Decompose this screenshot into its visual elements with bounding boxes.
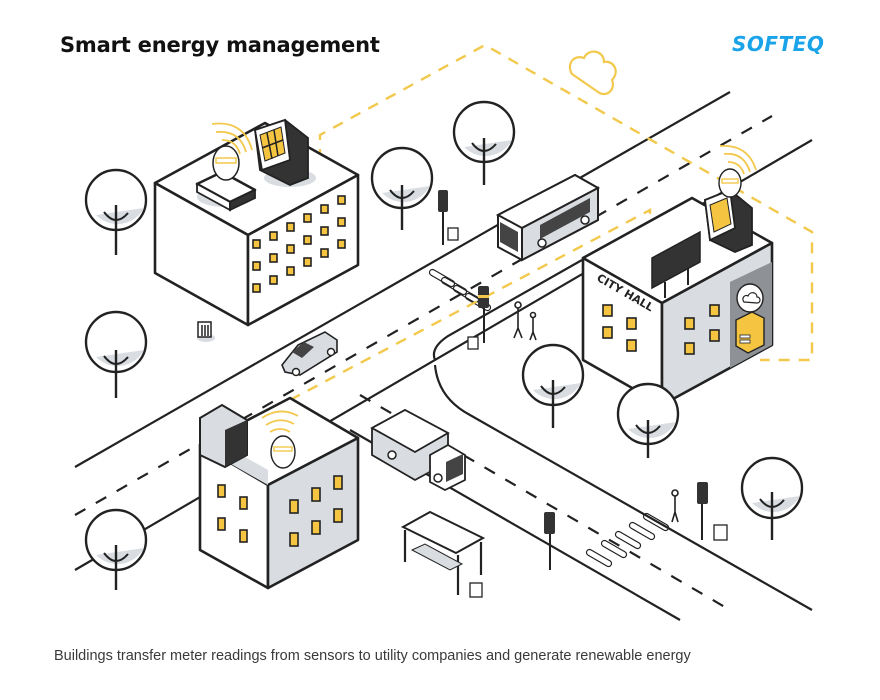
tree (84, 508, 148, 590)
tree (370, 146, 434, 230)
traffic-light (544, 512, 555, 570)
office-building (153, 118, 360, 342)
caption: Buildings transfer meter readings from s… (54, 648, 691, 664)
traffic-light (438, 190, 448, 245)
traffic-light (478, 286, 489, 343)
softeq-logo: SOFTEQ (732, 32, 825, 56)
cloud-icon (742, 292, 761, 304)
trash-bin-icon (713, 524, 728, 541)
trees (84, 100, 804, 590)
traffic-light (697, 482, 708, 540)
pedestrian (671, 489, 679, 523)
wifi-signal-icon (211, 122, 253, 155)
tree (616, 382, 680, 458)
office-windows (252, 195, 346, 293)
wifi-signal-icon (261, 410, 299, 433)
trash-bin-icon (197, 321, 215, 342)
data-connection-lines (289, 43, 814, 402)
tree (84, 168, 148, 255)
bus-stop (400, 510, 486, 595)
trash-bin-icon (467, 336, 479, 350)
solar-panel-icon (253, 118, 316, 187)
pedestrian (513, 301, 537, 341)
bus (495, 173, 601, 262)
smart-meter-icon (718, 168, 742, 198)
charging-station (735, 283, 765, 354)
residential-building (198, 396, 360, 590)
tree (84, 310, 148, 398)
crosswalk-bottom (585, 512, 670, 568)
tree (452, 100, 516, 185)
roof-access (199, 403, 248, 469)
smart-meter-icon (270, 435, 296, 469)
trash-bin-icon (447, 227, 459, 241)
cloud-icon (568, 50, 617, 96)
smart-meter-icon (212, 145, 240, 181)
billboard (651, 230, 701, 298)
garbage-truck (370, 408, 466, 492)
trash-bin-icon (469, 582, 483, 598)
solar-panel-icon (704, 188, 753, 253)
tree (521, 343, 585, 428)
wifi-signal-icon (719, 145, 757, 175)
city-hall-building: CITY HALL (581, 145, 774, 407)
tree (740, 456, 804, 540)
crosswalk-top (428, 268, 492, 312)
car (281, 331, 338, 377)
page-title: Smart energy management (60, 33, 380, 57)
